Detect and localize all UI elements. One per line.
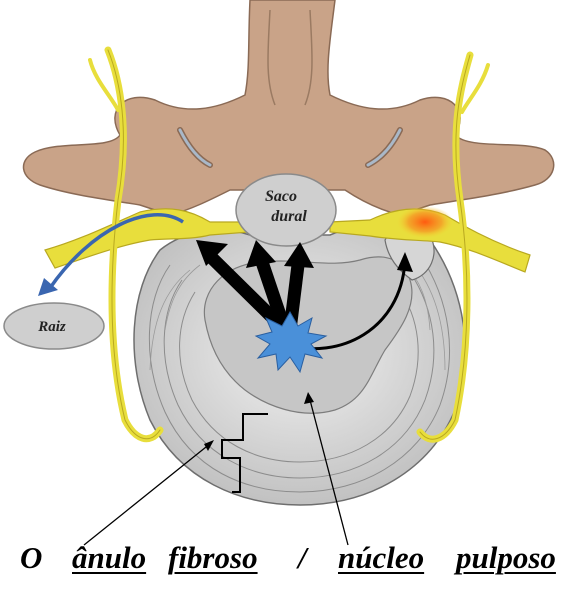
rupture-star-icon: [254, 310, 328, 374]
raiz-arrowhead: [38, 278, 58, 296]
raiz-bubble: [3, 302, 105, 350]
annulus-bracket: [83, 392, 349, 546]
raiz-label: Raiz: [37, 319, 66, 335]
caption-anulo: ânulo: [72, 540, 147, 575]
caption-nucleo: núcleo: [338, 540, 425, 575]
caption-pulposo: pulposo: [456, 540, 556, 575]
vertebral-arch: [22, 0, 555, 216]
saco-dural-bubble: [235, 173, 337, 247]
saco-dural-label-line1: Saco: [265, 188, 297, 205]
raiz-arrow: [48, 213, 184, 289]
caption-slash: /: [298, 540, 307, 575]
saco-dural-label-line2: dural: [271, 208, 307, 225]
caption-fibroso: fibroso: [168, 540, 258, 575]
caption: O ânulo fibroso / núcleo pulposo: [0, 540, 574, 586]
caption-o: O: [20, 540, 43, 575]
